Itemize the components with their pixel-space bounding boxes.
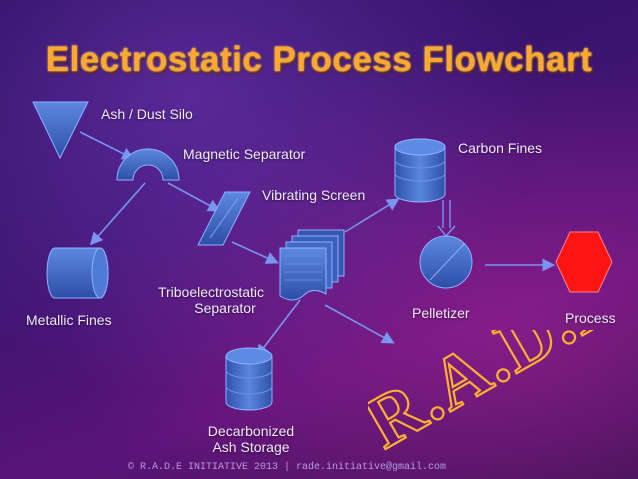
- metallic-fines-cylinder: [46, 247, 109, 299]
- label-vibrating-screen: Vibrating Screen: [262, 187, 366, 203]
- label-magnetic-separator: Magnetic Separator: [183, 146, 306, 162]
- tribo-separator-shape: [279, 229, 345, 301]
- label-ash-storage: Decarbonized Ash Storage: [195, 423, 307, 455]
- watermark-text: R.A.D.E: [368, 330, 634, 465]
- arrow-tribo-to-pelletizer-path: [324, 304, 395, 344]
- arrow-carbon-to-pelletizer: [437, 200, 456, 238]
- label-process: Process: [565, 310, 616, 326]
- label-silo: Ash / Dust Silo: [101, 106, 193, 122]
- label-pelletizer: Pelletizer: [412, 305, 470, 321]
- silo-shape: [32, 101, 89, 160]
- rade-watermark: R.A.D.E: [368, 330, 635, 466]
- label-metallic-fines: Metallic Fines: [26, 312, 112, 328]
- footer-copyright: © R.A.D.E INITIATIVE 2013 | rade.initiat…: [128, 462, 447, 473]
- pelletizer-shape: [419, 235, 473, 289]
- label-tribo-line2: Separator: [194, 300, 256, 316]
- arrow-silo-to-magnetic: [79, 131, 135, 160]
- page-title: Electrostatic Process Flowchart: [45, 40, 593, 79]
- arrow-vibrating-to-tribo: [231, 241, 279, 264]
- label-storage-line1: Decarbonized: [207, 423, 295, 439]
- arrow-tribo-to-carbon: [344, 198, 400, 233]
- label-tribo-separator: Triboelectrostatic Separator: [141, 284, 281, 316]
- label-carbon-fines: Carbon Fines: [458, 140, 543, 156]
- label-storage-line2: Ash Storage: [212, 439, 290, 455]
- process-shape: [555, 231, 613, 293]
- label-tribo-line1: Triboelectrostatic: [157, 284, 265, 300]
- arrow-magnetic-to-metallic: [89, 182, 146, 246]
- arrow-tribo-to-storage: [256, 299, 301, 358]
- magnetic-separator-shape: [116, 148, 180, 181]
- arrow-magnetic-to-vibrating: [167, 182, 221, 212]
- ash-storage-cylinder: [225, 347, 273, 411]
